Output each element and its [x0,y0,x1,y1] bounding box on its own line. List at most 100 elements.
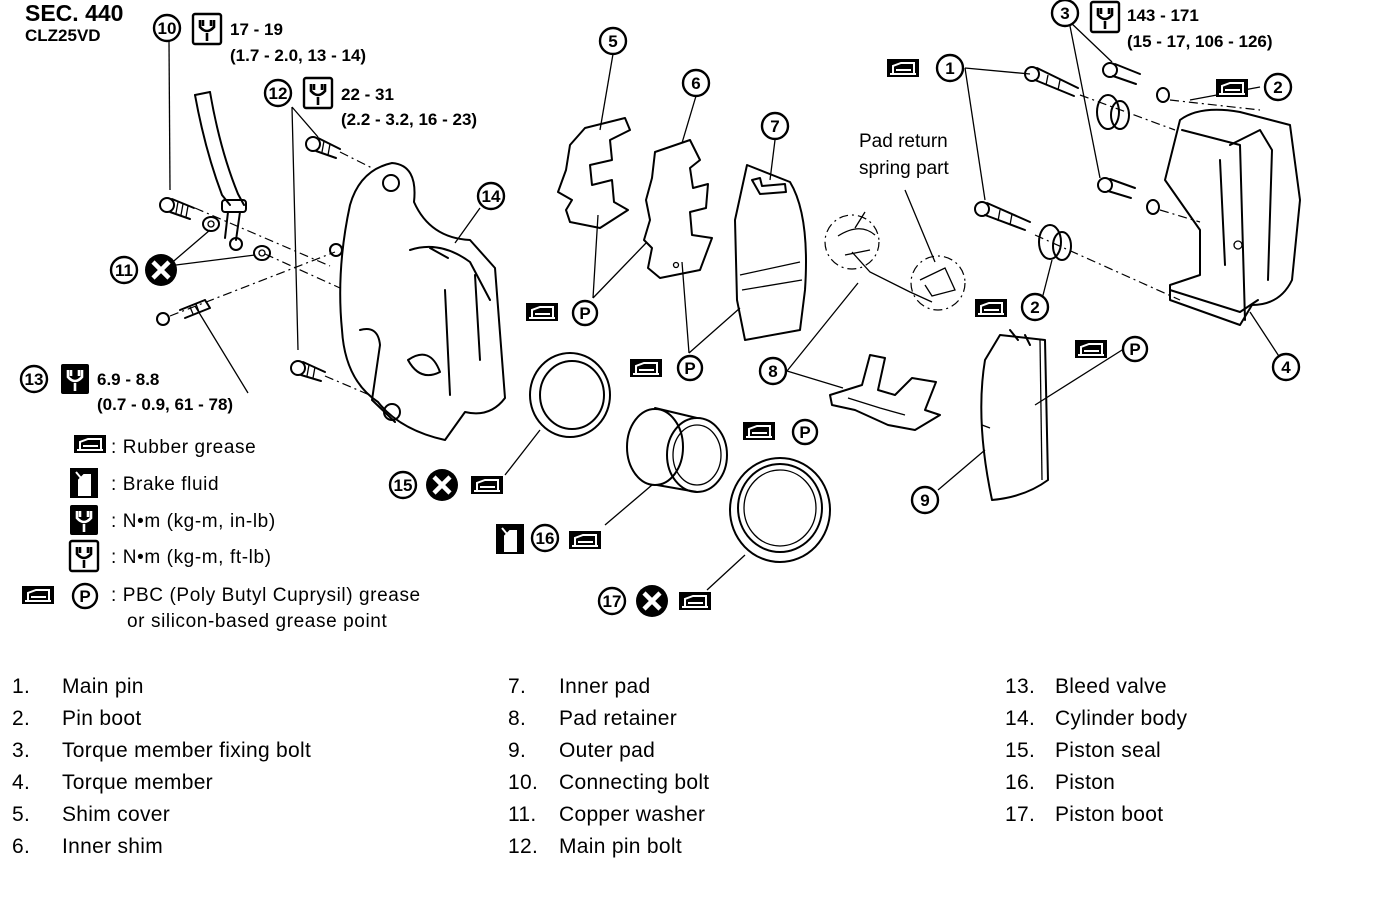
callout-15: 15 [388,470,418,500]
torque-inlb-icon [68,503,100,537]
rubber-grease-icon [73,434,107,454]
parts-list-item: 17.Piston boot [1005,803,1187,835]
callout-17: 17 [597,586,627,616]
rubber-grease-icon [742,421,776,441]
main-pin-bolt-top [305,136,373,169]
callout-label: 3 [1060,4,1069,23]
brake-fluid-icon [69,467,99,499]
rubber-grease-icon [1215,78,1249,98]
pbc-grease-icon: P [676,354,704,382]
part-number: 2. [12,707,31,730]
callout-label: 2 [1030,298,1039,317]
callout-label: 5 [608,32,617,51]
callout-label: 13 [25,370,44,389]
parts-list-item: 3.Torque member fixing bolt [12,739,311,771]
part-number: 5. [12,803,31,826]
part-number: 17. [1005,803,1036,826]
callout-4: 4 [1271,352,1301,382]
parts-list-item: 6.Inner shim [12,835,311,867]
torque-member-bolts [1097,62,1170,215]
part-number: 12. [508,835,539,858]
part-number: 1. [12,675,31,698]
parts-list-item: 4.Torque member [12,771,311,803]
part-name: Pad retainer [559,707,678,730]
pbc-grease-icon: P [71,582,99,610]
spec-13-alt: (0.7 - 0.9, 61 - 78) [97,395,233,414]
svg-text:P: P [1129,340,1140,359]
callout-label: 6 [691,74,700,93]
brake-hose [194,91,247,251]
callout-label: 8 [768,362,777,381]
callout-16: 16 [530,523,560,553]
model-code: CLZ25VD [25,26,101,45]
callout-label: 10 [158,19,177,38]
spec-3-alt: (15 - 17, 106 - 126) [1127,32,1273,51]
rubber-grease-icon [678,591,712,611]
callout-label: 16 [536,529,555,548]
callout-9: 9 [910,485,940,515]
torque-ftlb-icon [1089,0,1121,34]
parts-list-item: 5.Shim cover [12,803,311,835]
torque-ftlb-icon [302,76,334,110]
callout-label: 12 [269,84,288,103]
torque-ftlb-icon [191,12,223,46]
rubber-grease-icon [21,585,55,605]
part-name: Main pin [62,675,144,698]
legend-pbc-line1: : PBC (Poly Butyl Cuprysil) grease [111,585,421,606]
svg-text:P: P [799,423,810,442]
part-name: Torque member [62,771,213,794]
callout-10: 10 [152,13,182,43]
callout-1: 1 [935,53,965,83]
part-number: 9. [508,739,527,762]
parts-list-item: 10.Connecting bolt [508,771,709,803]
shim-cover [557,117,631,229]
replace-part-icon [636,585,668,617]
pad-retainer [829,354,941,431]
replace-part-icon [145,254,177,286]
callout-6: 6 [681,68,711,98]
outer-pad [980,329,1049,501]
pad-return-note-line1: Pad return [859,131,948,152]
piston-boot [729,457,831,563]
part-number: 15. [1005,739,1036,762]
bleed-valve-13 [156,299,211,326]
main-pin-bottom [974,201,1031,231]
part-name: Bleed valve [1055,675,1167,698]
spec-12-range: 22 - 31 [341,85,394,104]
spec-3-range: 143 - 171 [1127,6,1199,25]
piston-seal [529,352,611,438]
rubber-grease-icon [470,475,504,495]
rubber-grease-icon [1074,339,1108,359]
main-pin-top [1024,66,1079,97]
part-name: Outer pad [559,739,656,762]
part-name: Inner shim [62,835,164,858]
callout-7: 7 [760,111,790,141]
part-name: Piston [1055,771,1116,794]
callout-label: 15 [394,476,413,495]
callout-label: 1 [945,59,954,78]
legend-nm-ft-lb: : N•m (kg-m, ft-lb) [111,547,272,568]
callout-5: 5 [598,26,628,56]
torque-ftlb-icon [68,539,100,573]
cylinder-body [329,162,506,441]
parts-list-item: 13.Bleed valve [1005,675,1187,707]
parts-list-item: 1. Main pin [12,675,311,707]
callout-label: 2 [1273,78,1282,97]
caliper-exploded-diagram: SEC. 440 CLZ25VD 17 - 19 (1.7 - 2.0, 13 … [19,0,1301,632]
callout-3: 3 [1050,0,1080,28]
inner-pad [734,164,807,341]
pbc-grease-icon: P [791,418,819,446]
rubber-grease-icon [525,302,559,322]
parts-list-item: 2.Pin boot [12,707,311,739]
center-line [169,207,341,317]
part-number: 10. [508,771,539,794]
part-name: Piston seal [1055,739,1162,762]
rubber-grease-icon [629,358,663,378]
callout-label: 17 [603,592,622,611]
part-number: 3. [12,739,31,762]
brake-fluid-icon [495,523,525,555]
